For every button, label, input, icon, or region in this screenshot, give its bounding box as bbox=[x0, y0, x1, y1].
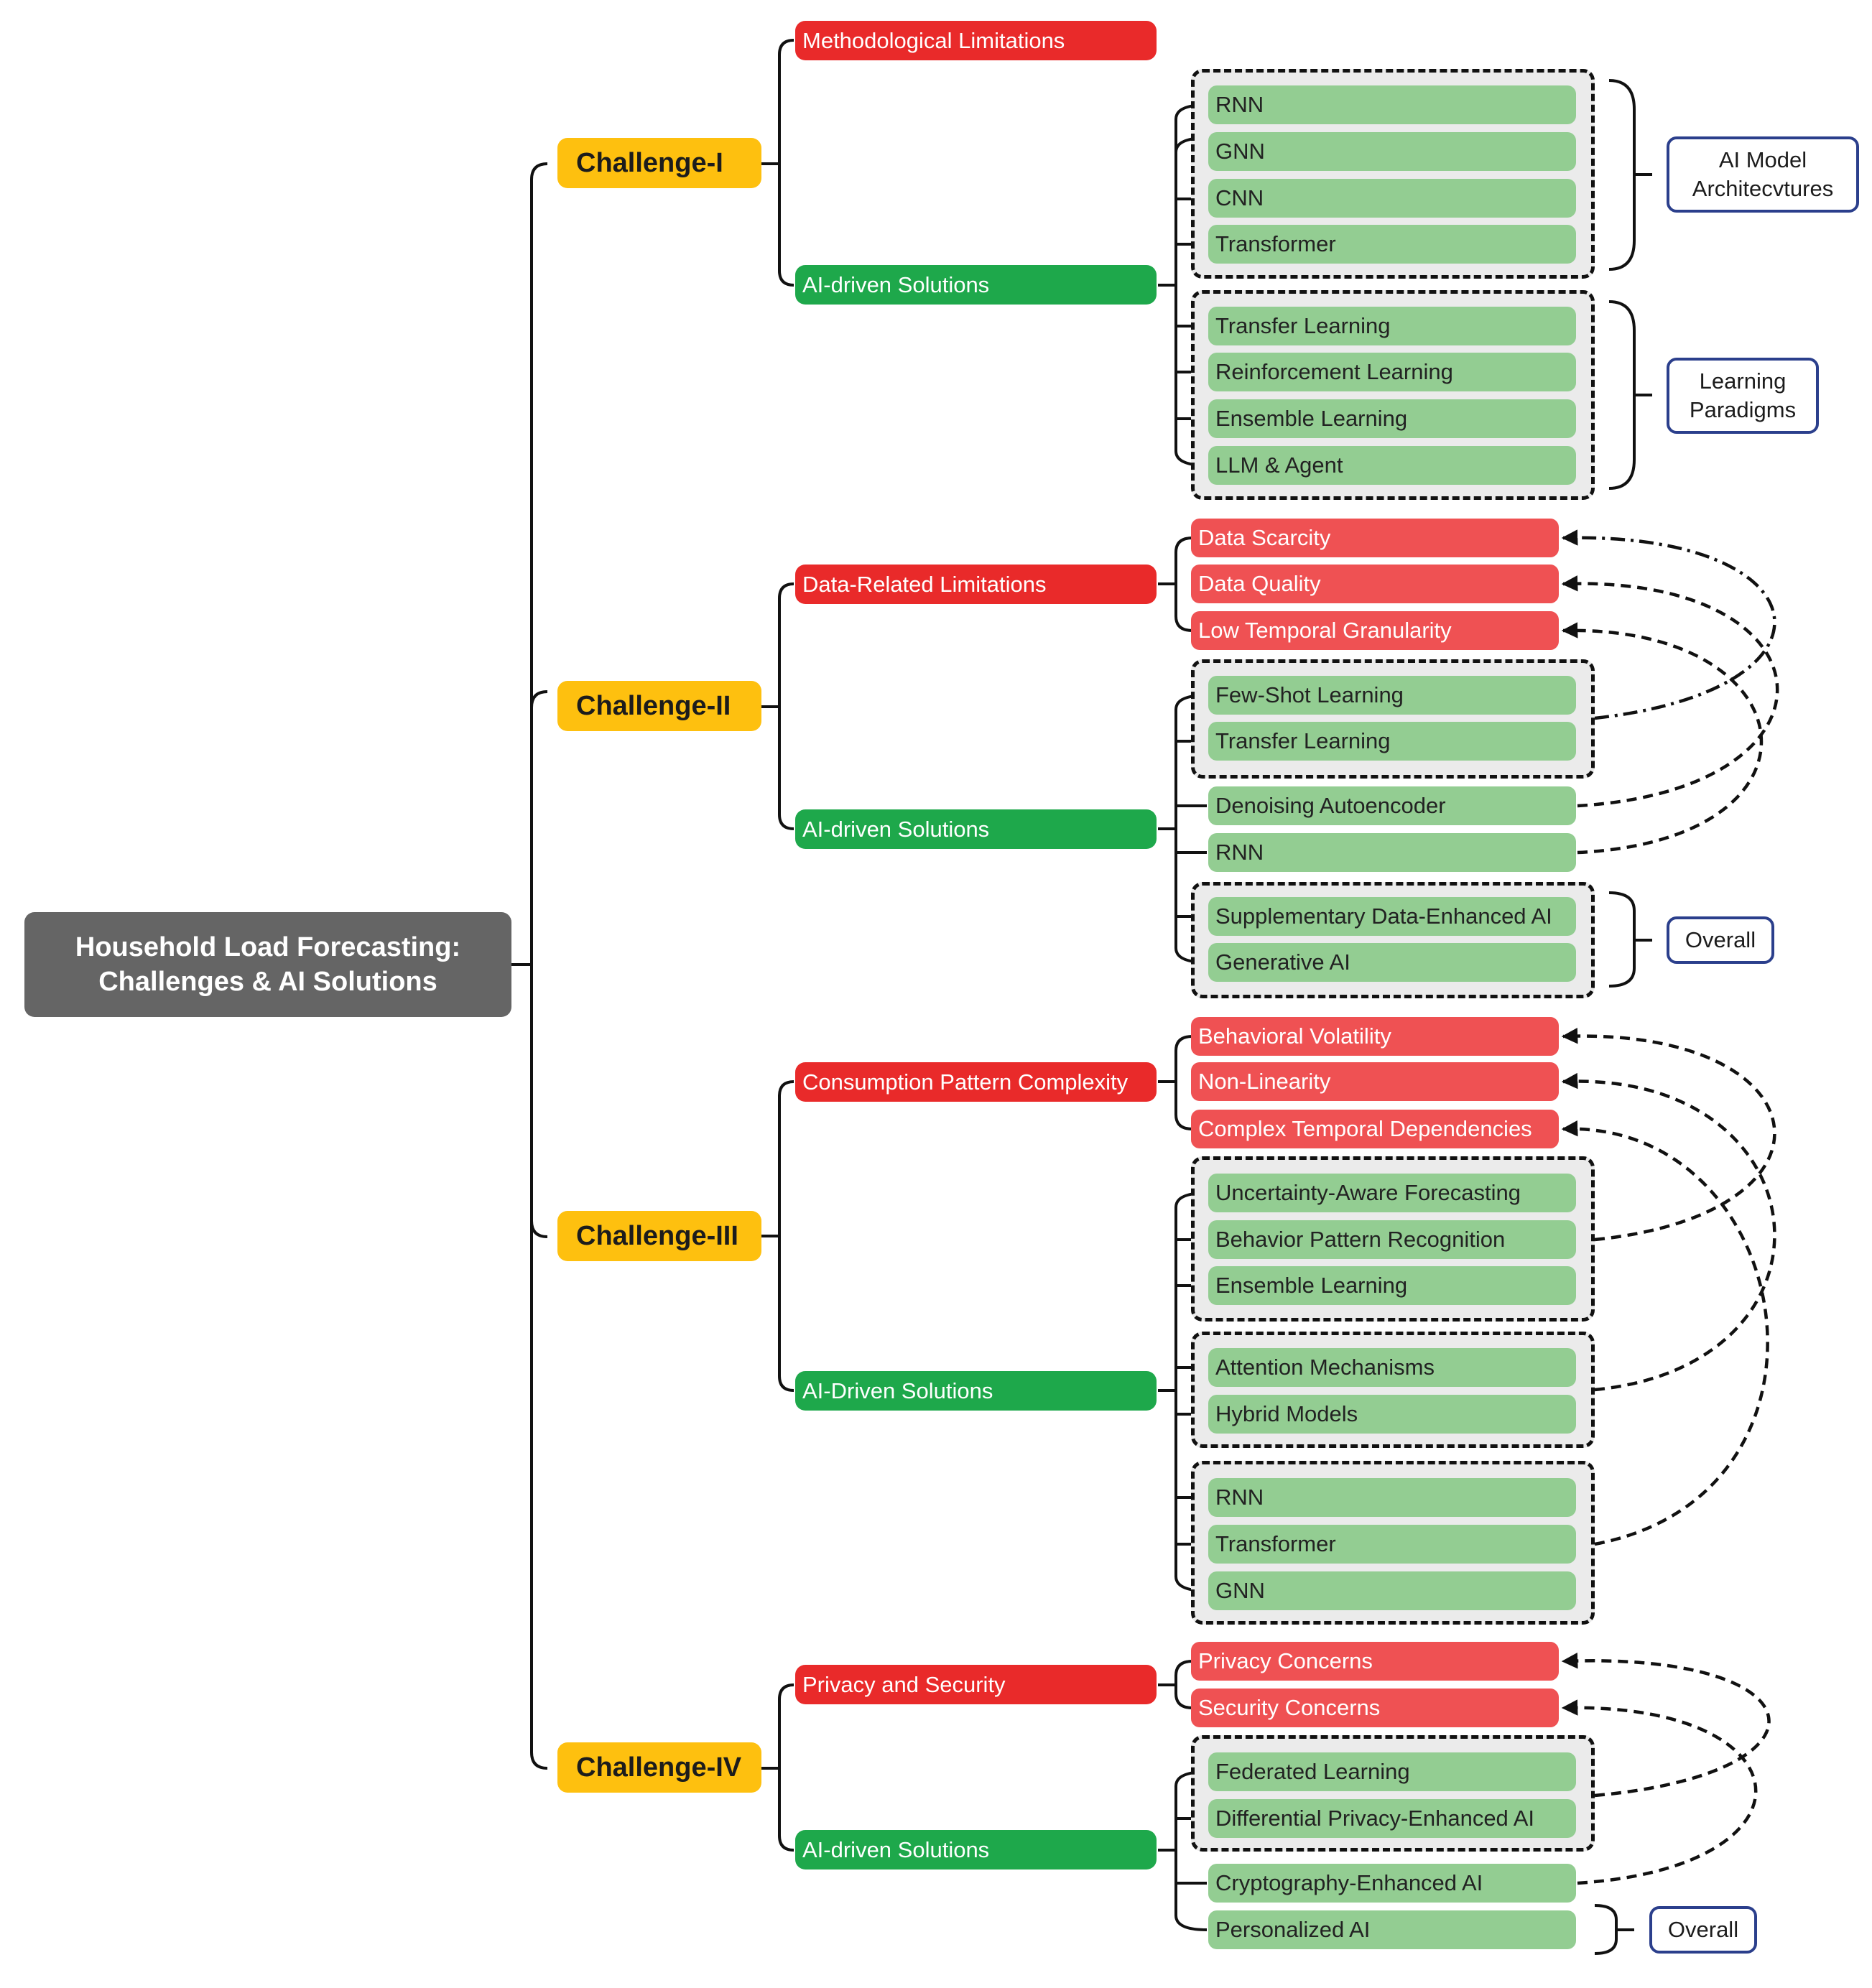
c3-leaf-behavior-pattern: Behavior Pattern Recognition bbox=[1208, 1220, 1576, 1259]
c1-leaf-gnn: GNN bbox=[1208, 132, 1576, 171]
c4-leaf-differential-privacy: Differential Privacy-Enhanced AI bbox=[1208, 1799, 1576, 1838]
c3-limit-behavioral-volatility: Behavioral Volatility bbox=[1191, 1017, 1559, 1056]
root-node: Household Load Forecasting: Challenges &… bbox=[24, 912, 511, 1017]
c1-leaf-transfer-learning: Transfer Learning bbox=[1208, 307, 1576, 345]
c3-leaf-hybrid-models: Hybrid Models bbox=[1208, 1395, 1576, 1434]
c4-solutions: AI-driven Solutions bbox=[795, 1830, 1157, 1869]
c2-solutions: AI-driven Solutions bbox=[795, 809, 1157, 849]
note-overall-c2: Overall bbox=[1667, 916, 1774, 964]
c4-limit-privacy-concerns: Privacy Concerns bbox=[1191, 1642, 1559, 1681]
c2-limit-low-temporal-granularity: Low Temporal Granularity bbox=[1191, 611, 1559, 650]
c3-leaf-rnn: RNN bbox=[1208, 1478, 1576, 1517]
c2-leaf-few-shot-learning: Few-Shot Learning bbox=[1208, 676, 1576, 715]
c1-leaf-transformer: Transformer bbox=[1208, 225, 1576, 264]
note-para-line2: Paradigms bbox=[1689, 397, 1797, 422]
note-learning-paradigms: Learning Paradigms bbox=[1667, 358, 1819, 434]
challenge-4: Challenge-IV bbox=[557, 1742, 761, 1793]
note-arch-line1: AI Model bbox=[1718, 147, 1807, 172]
c4-limitation: Privacy and Security bbox=[795, 1665, 1157, 1704]
c1-leaf-reinforcement-learning: Reinforcement Learning bbox=[1208, 353, 1576, 391]
c3-leaf-gnn: GNN bbox=[1208, 1571, 1576, 1610]
c1-leaf-cnn: CNN bbox=[1208, 179, 1576, 218]
c1-leaf-llm-agent: LLM & Agent bbox=[1208, 446, 1576, 485]
challenge-1: Challenge-I bbox=[557, 138, 761, 188]
c2-leaf-supplementary-data-ai: Supplementary Data-Enhanced AI bbox=[1208, 897, 1576, 936]
note-ai-model-architectures: AI Model Architecvtures bbox=[1667, 136, 1859, 213]
c4-limit-security-concerns: Security Concerns bbox=[1191, 1689, 1559, 1727]
c3-limit-non-linearity: Non-Linearity bbox=[1191, 1062, 1559, 1101]
c2-limitation: Data-Related Limitations bbox=[795, 565, 1157, 604]
c3-leaf-transformer: Transformer bbox=[1208, 1525, 1576, 1564]
c3-limitation: Consumption Pattern Complexity bbox=[795, 1062, 1157, 1102]
c1-solutions: AI-driven Solutions bbox=[795, 265, 1157, 305]
c2-leaf-denoising-autoencoder: Denoising Autoencoder bbox=[1208, 786, 1576, 825]
root-title-line1: Household Load Forecasting: bbox=[75, 932, 461, 962]
c1-limitation: Methodological Limitations bbox=[795, 21, 1157, 60]
c2-leaf-generative-ai: Generative AI bbox=[1208, 943, 1576, 982]
c3-limit-complex-temporal-dependencies: Complex Temporal Dependencies bbox=[1191, 1110, 1559, 1148]
c2-limit-data-scarcity: Data Scarcity bbox=[1191, 519, 1559, 557]
c2-leaf-rnn: RNN bbox=[1208, 833, 1576, 872]
c2-leaf-transfer-learning: Transfer Learning bbox=[1208, 722, 1576, 761]
c2-limit-data-quality: Data Quality bbox=[1191, 565, 1559, 603]
c3-leaf-ensemble-learning: Ensemble Learning bbox=[1208, 1266, 1576, 1305]
c1-leaf-ensemble-learning: Ensemble Learning bbox=[1208, 399, 1576, 438]
c4-leaf-personalized-ai: Personalized AI bbox=[1208, 1910, 1576, 1949]
note-para-line1: Learning bbox=[1699, 368, 1787, 394]
c4-leaf-federated-learning: Federated Learning bbox=[1208, 1752, 1576, 1791]
c4-leaf-cryptography: Cryptography-Enhanced AI bbox=[1208, 1864, 1576, 1903]
c3-solutions: AI-Driven Solutions bbox=[795, 1371, 1157, 1411]
challenge-2: Challenge-II bbox=[557, 681, 761, 731]
c1-leaf-rnn: RNN bbox=[1208, 85, 1576, 124]
note-overall-c4: Overall bbox=[1649, 1906, 1757, 1954]
root-title-line2: Challenges & AI Solutions bbox=[98, 967, 437, 997]
c3-leaf-attention-mechanisms: Attention Mechanisms bbox=[1208, 1348, 1576, 1387]
note-arch-line2: Architecvtures bbox=[1692, 176, 1834, 201]
c3-leaf-uncertainty-aware: Uncertainty-Aware Forecasting bbox=[1208, 1174, 1576, 1212]
challenge-3: Challenge-III bbox=[557, 1211, 761, 1261]
